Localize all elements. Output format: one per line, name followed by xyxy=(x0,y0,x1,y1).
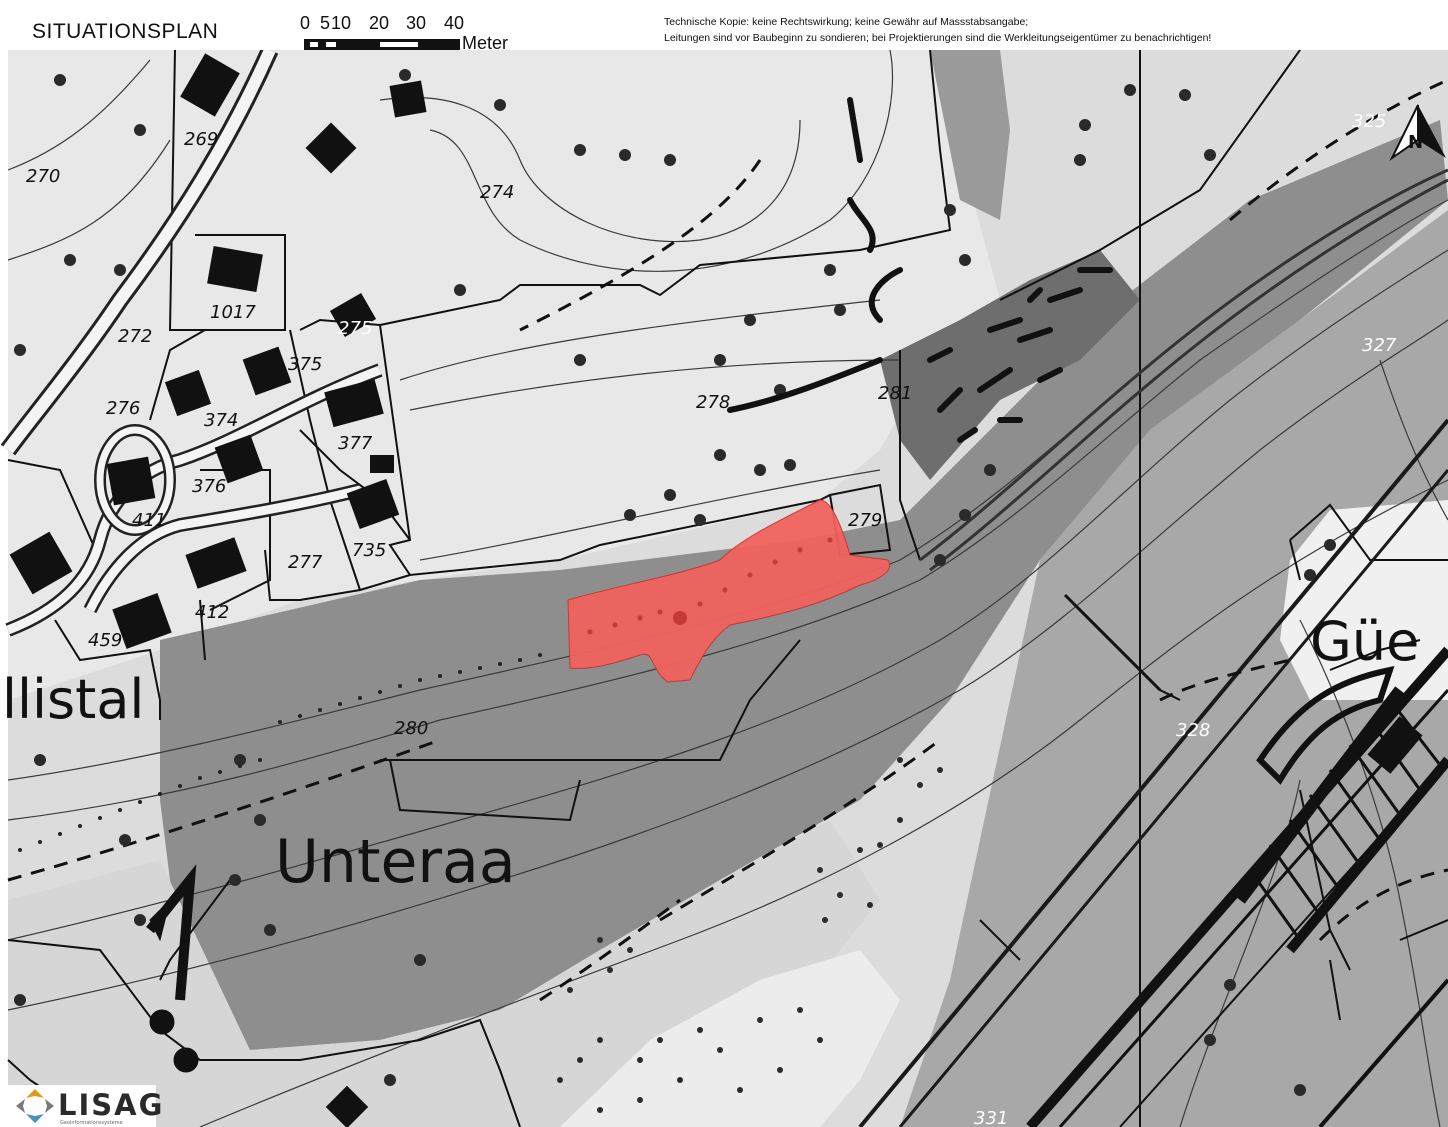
plan-title: SITUATIONSPLAN xyxy=(32,20,219,43)
parcel-label: 412 xyxy=(195,602,229,623)
terrain-lower-clearing xyxy=(560,950,900,1127)
clearing-guet xyxy=(1280,500,1448,700)
place-name-unteraa: Unteraa xyxy=(275,827,516,897)
terrain-light xyxy=(8,50,1000,700)
scale-tick-label: 0 xyxy=(300,13,311,33)
parcel-label: 281 xyxy=(878,383,912,404)
dotted-paths xyxy=(18,653,542,852)
disclaimer-line: Leitungen sind vor Baubeginn zu sondiere… xyxy=(664,32,1212,44)
terrain-right xyxy=(900,210,1448,1127)
parcel-label: 377 xyxy=(338,433,373,454)
logo-text: LISAG xyxy=(58,1088,165,1122)
highlight-area[interactable] xyxy=(567,499,891,683)
disclaimer-line: Technische Kopie: keine Rechtswirkung; k… xyxy=(664,16,1029,28)
parcel-label: 276 xyxy=(106,398,140,419)
tree-symbols xyxy=(14,69,1336,1113)
terrain-forest xyxy=(880,250,1140,480)
buildings xyxy=(9,53,1423,1127)
north-label: N xyxy=(1408,132,1423,153)
parcel-boundaries xyxy=(7,49,1448,1127)
parcel-label: 277 xyxy=(288,552,323,573)
parcel-label: 327 xyxy=(1362,335,1397,356)
lisag-logo xyxy=(8,1085,156,1127)
parcel-label: 278 xyxy=(696,392,730,413)
scale-tick-label: 5 xyxy=(320,13,331,33)
parcel-label: 272 xyxy=(118,326,152,347)
parcel-label: 735 xyxy=(352,540,386,561)
parcel-label: 279 xyxy=(848,510,882,531)
parcel-label: 376 xyxy=(192,476,226,497)
terrain-slope xyxy=(930,50,1010,220)
forest-edge xyxy=(727,97,1113,443)
logo-tagline: Geoinformationssysteme xyxy=(60,1120,123,1126)
station-tracks xyxy=(1235,666,1448,1127)
north-arrow-icon: N xyxy=(1389,104,1446,162)
scale-tick-label: 10 xyxy=(331,13,352,33)
parcel-label: 411 xyxy=(132,510,166,531)
map-header xyxy=(8,12,1448,50)
parcel-label: 1017 xyxy=(210,302,256,323)
parcel-label: 280 xyxy=(394,718,428,739)
parcel-labels: 269 270 274 1017 272 275 375 276 374 377… xyxy=(26,111,1397,1127)
parcel-label: 325 xyxy=(1352,111,1386,132)
scale-tick-label: 40 xyxy=(444,13,465,33)
place-name-listal: llistal xyxy=(2,668,144,731)
parcel-label: 331 xyxy=(974,1108,1008,1127)
highlight-dots xyxy=(587,537,833,635)
parcel-label: 270 xyxy=(26,166,60,187)
scale-bar-graphic xyxy=(304,39,460,50)
place-name-guet: Güe xyxy=(1310,610,1419,673)
power-line-icon xyxy=(146,864,199,1073)
parcel-label: 375 xyxy=(288,354,322,375)
parcel-label: 328 xyxy=(1176,720,1210,741)
boundary-segment xyxy=(1063,593,1162,692)
parcel-label: 275 xyxy=(338,318,372,339)
disclaimer: Technische Kopie: keine Rechtswirkung; k… xyxy=(664,14,1211,46)
parcel-label: 269 xyxy=(184,129,218,150)
scale-unit: Meter xyxy=(462,33,509,53)
scale-tick-label: 20 xyxy=(369,13,390,33)
scale-tick-label: 30 xyxy=(406,13,427,33)
parcel-label: 274 xyxy=(480,182,514,203)
parcel-label: 459 xyxy=(88,630,122,651)
footpaths xyxy=(7,78,1448,1002)
logo-icon xyxy=(16,1089,54,1123)
parcel-label: 374 xyxy=(204,410,238,431)
